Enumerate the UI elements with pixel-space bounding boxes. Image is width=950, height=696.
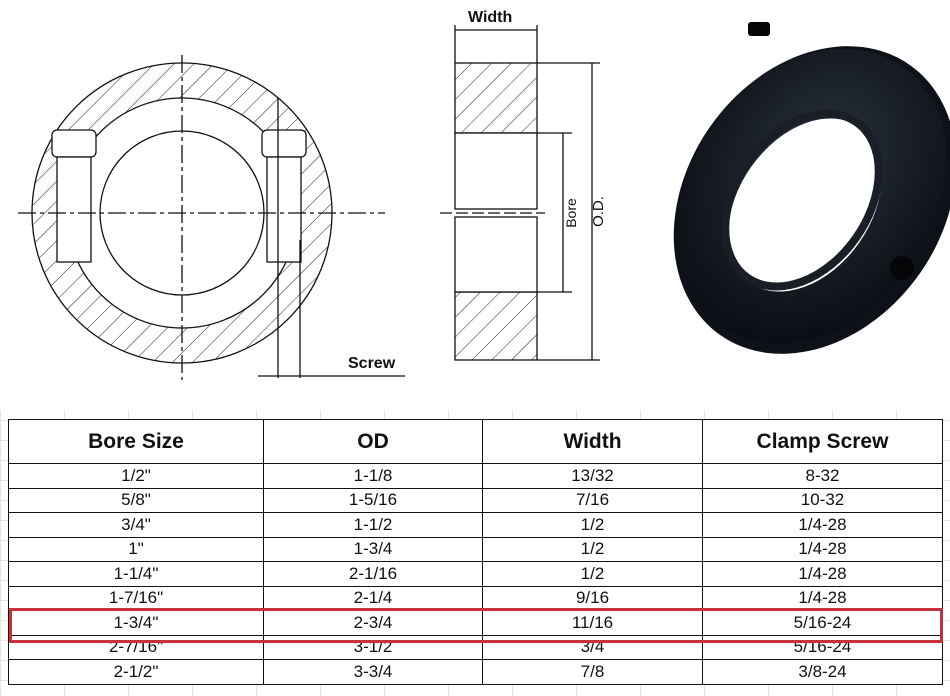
bore-size-cell: 1/2": [8, 463, 264, 489]
bore-size-cell: 2-7/16": [8, 634, 264, 660]
od-cell: 2-3/4: [263, 610, 483, 636]
width-cell: 1/2: [482, 561, 703, 587]
clamp-screw-cell: 10-32: [702, 487, 943, 513]
clamp-screw-cell: 1/4-28: [702, 585, 943, 611]
clamp-screw-cell: 5/16-24: [702, 634, 943, 660]
clamp-screw-cell: 5/16-24: [702, 610, 943, 636]
bore-label: Bore: [562, 198, 579, 228]
od-cell: 3-1/2: [263, 634, 483, 660]
width-cell: 3/4: [482, 634, 703, 660]
side-section-view: [440, 25, 600, 361]
width-cell: 11/16: [482, 610, 703, 636]
od-cell: 2-1/4: [263, 585, 483, 611]
clamp-screw-cell: 1/4-28: [702, 512, 943, 538]
clamp-screw-cell: 3/8-24: [702, 659, 943, 685]
bore-size-cell: 1-1/4": [8, 561, 264, 587]
front-section-view: [18, 55, 405, 380]
width-cell: 7/8: [482, 659, 703, 685]
bore-size-cell: 1-3/4": [8, 610, 264, 636]
header-width: Width: [482, 419, 703, 464]
shaft-collar-illustration: Width Bore O.D. Screw: [18, 9, 950, 380]
od-cell: 2-1/16: [263, 561, 483, 587]
clamp-screw-cell: 1/4-28: [702, 561, 943, 587]
bore-size-cell: 1": [8, 536, 264, 562]
header-clamp-screw: Clamp Screw: [702, 419, 943, 464]
bore-size-cell: 5/8": [8, 487, 264, 513]
clamp-screw-cell: 1/4-28: [702, 536, 943, 562]
od-label: O.D.: [589, 196, 607, 227]
bore-size-cell: 2-1/2": [8, 659, 264, 685]
clamp-screw-cell: 8-32: [702, 463, 943, 489]
technical-drawing: [18, 22, 950, 380]
width-cell: 13/32: [482, 463, 703, 489]
od-cell: 1-3/4: [263, 536, 483, 562]
width-cell: 9/16: [482, 585, 703, 611]
od-cell: 1-1/2: [263, 512, 483, 538]
width-cell: 1/2: [482, 512, 703, 538]
od-cell: 1-5/16: [263, 487, 483, 513]
od-cell: 1-1/8: [263, 463, 483, 489]
bore-size-cell: 3/4": [8, 512, 264, 538]
width-label: Width: [468, 9, 513, 26]
width-cell: 7/16: [482, 487, 703, 513]
shaft-collar-photo: [673, 22, 950, 354]
od-cell: 3-3/4: [263, 659, 483, 685]
width-cell: 1/2: [482, 536, 703, 562]
screw-label: Screw: [348, 355, 396, 372]
header-od: OD: [263, 419, 483, 464]
header-bore-size: Bore Size: [8, 419, 264, 464]
table-header-row: Bore Size OD Width Clamp Screw: [8, 419, 943, 464]
shaft-collar-size-table: Bore Size OD Width Clamp Screw 1/2"1-1/8…: [8, 419, 943, 685]
bore-size-cell: 1-7/16": [8, 585, 264, 611]
